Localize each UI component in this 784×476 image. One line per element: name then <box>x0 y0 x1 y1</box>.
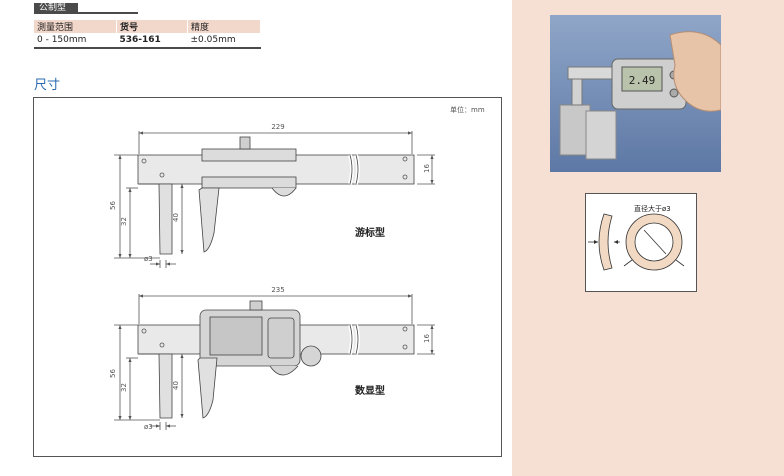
workpiece-right <box>585 110 617 160</box>
tag-label: 公制型 <box>34 3 78 14</box>
top-height-right: 16 <box>423 164 431 173</box>
measurement-inset: 直径大于ø3 <box>585 193 697 292</box>
bottom-height-right: 16 <box>423 334 431 343</box>
pipe-section <box>598 213 613 271</box>
bottom-length-label: 235 <box>271 286 284 294</box>
spec-header-row: 測量范围 货号 精度 <box>34 20 261 33</box>
section-title: 尺寸 <box>34 78 61 93</box>
top-jaw-32: 32 <box>120 217 128 226</box>
inset-svg: 直径大于ø3 <box>588 204 685 271</box>
photo-svg: 2.49 <box>550 15 722 172</box>
cell-code: 536-161 <box>116 33 188 49</box>
top-tip-label: ø3 <box>144 255 153 263</box>
cell-accuracy: ±0.05mm <box>187 33 261 49</box>
dimension-drawing: 单位：mm 229 <box>33 97 502 457</box>
inset-annotation: 直径大于ø3 <box>634 204 671 213</box>
bottom-jaw-32: 32 <box>120 383 128 392</box>
vernier-label: 游标型 <box>355 226 385 239</box>
bottom-height-total: 56 <box>109 369 117 378</box>
tag-underline <box>78 12 138 14</box>
left-panel: 公制型 測量范围 货号 精度 0 - 150mm 536-161 ±0.05mm… <box>33 3 502 457</box>
bottom-tip-label: ø3 <box>144 423 153 431</box>
digital-label: 数显型 <box>355 384 385 397</box>
top-jaw-40: 40 <box>172 213 180 222</box>
unit-note: 单位：mm <box>450 105 485 114</box>
digital-caliper-drawing: 235 16 <box>109 286 435 431</box>
table-row: 0 - 150mm 536-161 ±0.05mm <box>34 33 261 49</box>
vernier-caliper-drawing: 229 16 56 <box>109 123 435 268</box>
product-photo: 2.49 <box>550 15 722 172</box>
hand <box>669 31 722 112</box>
caliper-display <box>621 66 663 92</box>
top-length-label: 229 <box>271 123 284 131</box>
col-range: 測量范围 <box>34 20 117 33</box>
col-accuracy: 精度 <box>187 20 261 33</box>
col-code: 货号 <box>116 20 188 33</box>
top-height-total: 56 <box>109 201 117 210</box>
metric-type-tag: 公制型 <box>34 3 138 14</box>
display-reading: 2.49 <box>629 74 656 87</box>
bottom-jaw-40: 40 <box>172 381 180 390</box>
spec-table: 測量范围 货号 精度 0 - 150mm 536-161 ±0.05mm <box>34 20 261 49</box>
drawing-svg: 单位：mm 229 <box>109 105 485 431</box>
ring-inner <box>634 222 674 262</box>
cell-range: 0 - 150mm <box>34 33 117 49</box>
